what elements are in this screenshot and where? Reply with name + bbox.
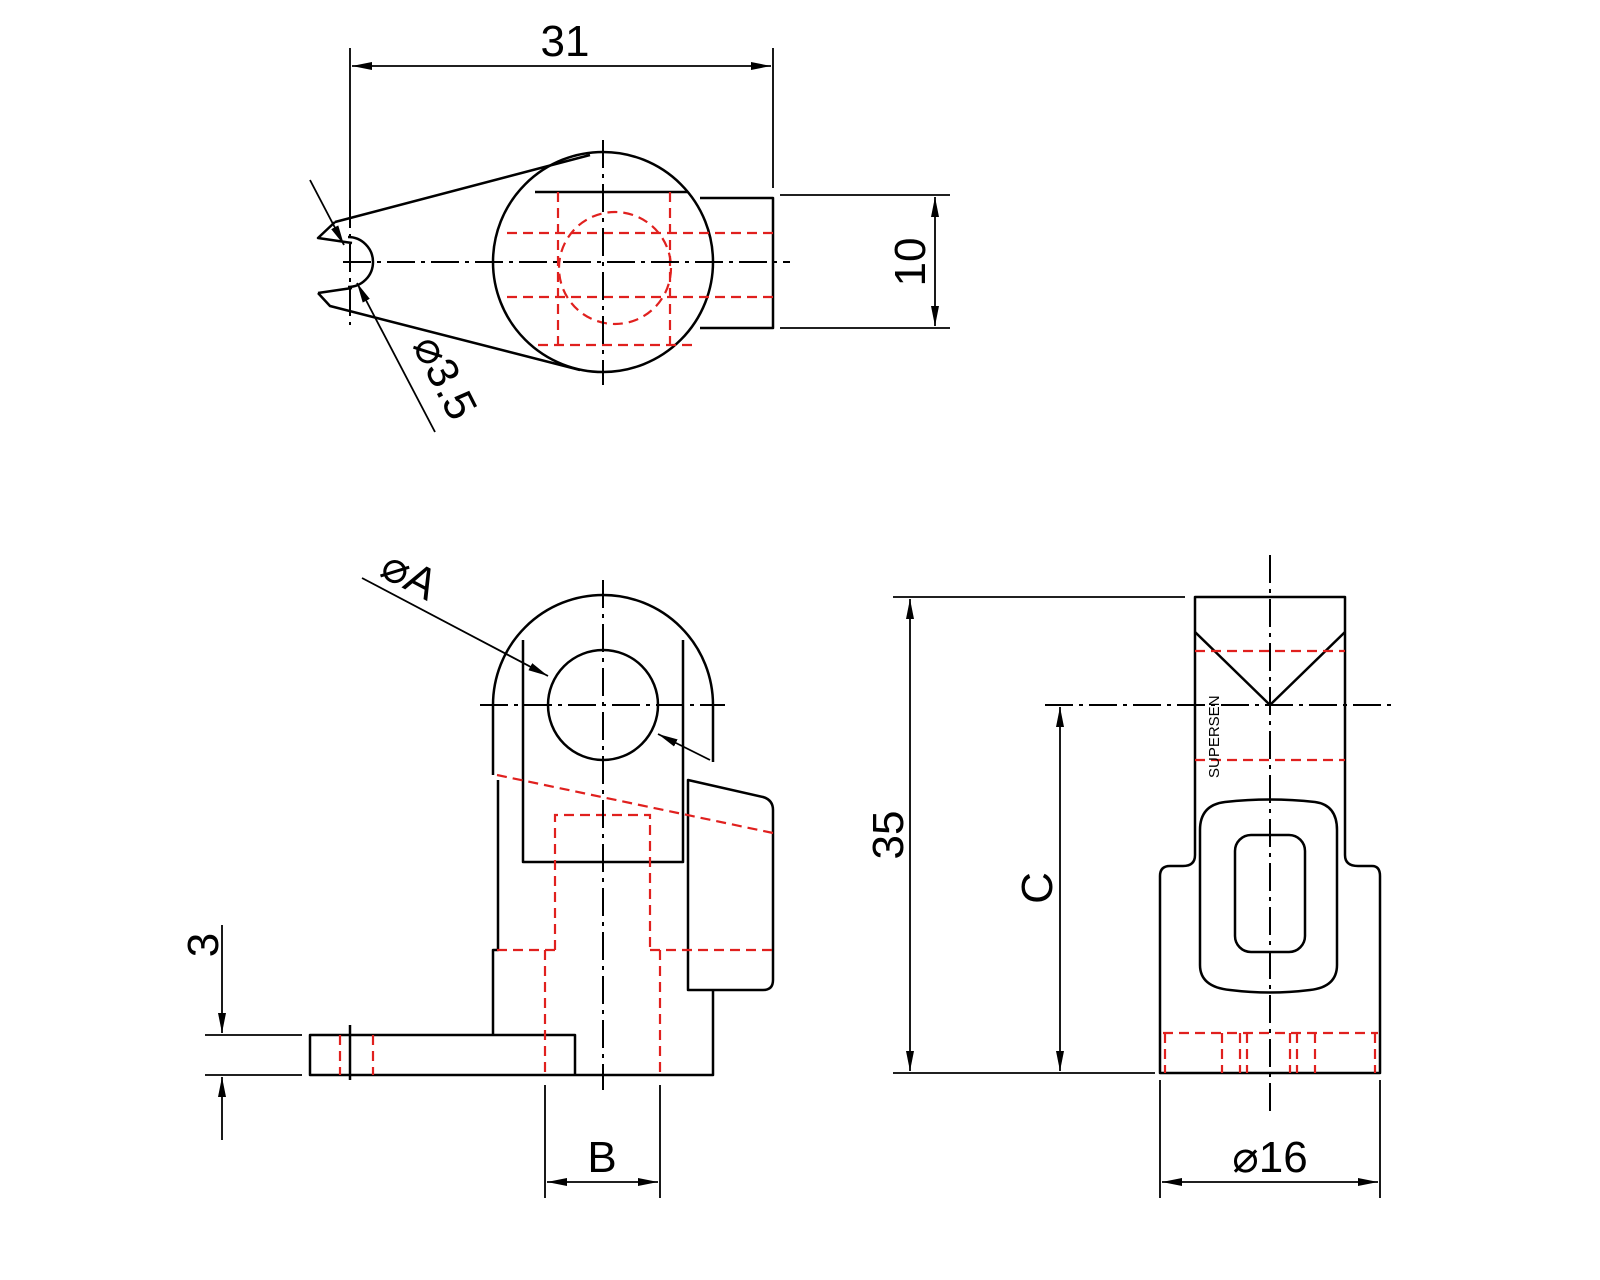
dim-c: C [1013,872,1062,904]
top-view: 31 10 ⌀3.5 [309,17,950,433]
hidden-bore [557,210,673,326]
dim-bore-a: ⌀A [373,541,446,611]
left-outline [491,780,500,1035]
base-plate [308,990,715,1077]
supersen-marking: SUPERSEN [1206,695,1223,778]
dim-10: 10 [886,238,935,287]
side-view: SUPERSEN 35 C ⌀16 [864,555,1395,1198]
dim-3: 3 [179,933,228,957]
outer-pocket [1198,798,1339,994]
tangent-upper [316,153,591,245]
tangent-lower [317,286,581,372]
dim-31: 31 [541,17,590,66]
side-tab [686,778,775,992]
dim-35: 35 [864,811,913,860]
front-view: ⌀A 3 B [179,541,775,1198]
side-outline [1158,595,1382,1075]
tab-outline [535,190,775,330]
dim-b: B [587,1133,616,1182]
dim-diameter-16: ⌀16 [1232,1133,1307,1182]
